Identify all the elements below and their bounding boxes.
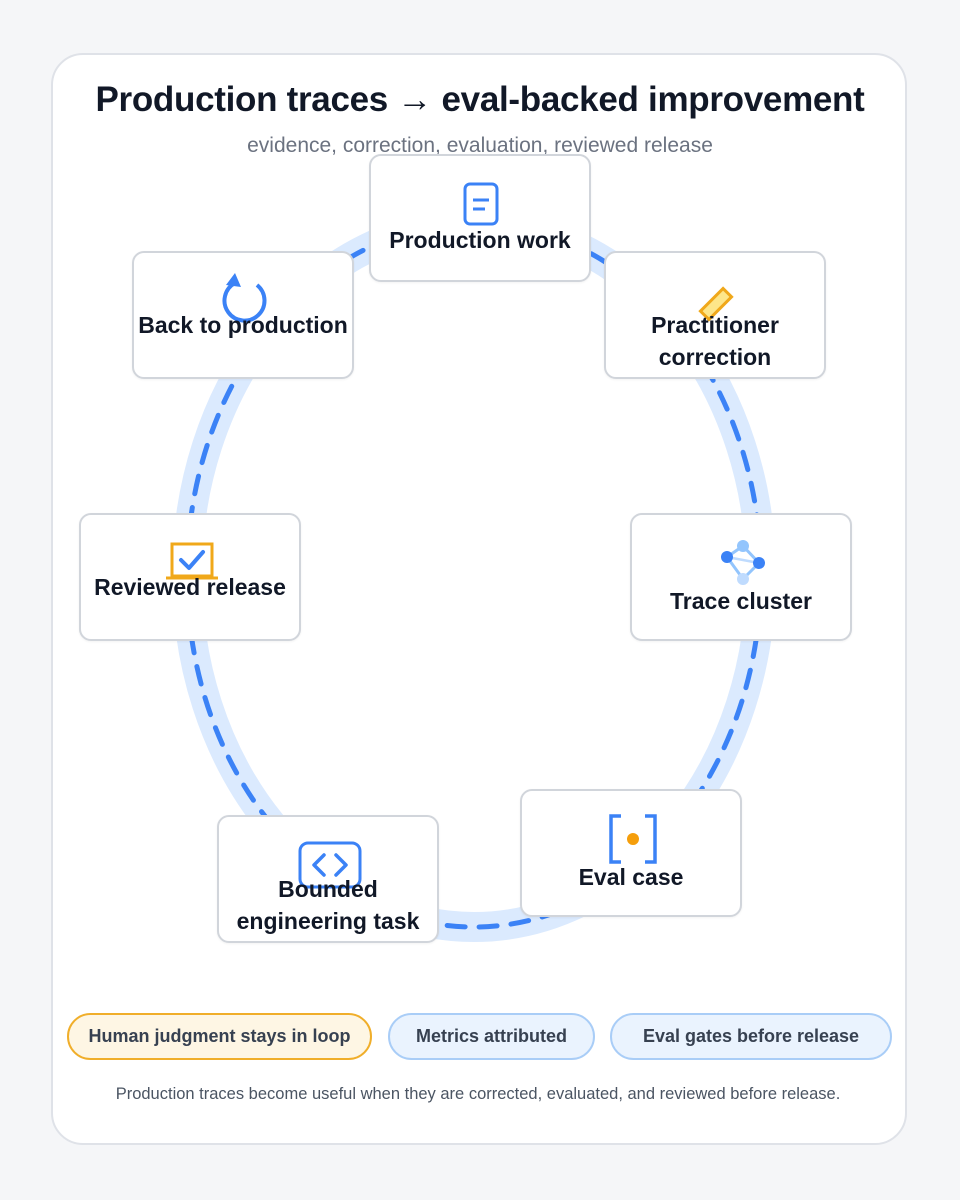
node-label: Eval case: [578, 864, 684, 890]
node-label: Back to production: [138, 312, 348, 338]
bracket-dot-icon: [609, 814, 657, 864]
node-label: Practitioner correction: [651, 312, 779, 370]
document-icon: [463, 182, 499, 226]
diagram-subtitle: evidence, correction, evaluation, review…: [247, 134, 713, 157]
chip-metrics-attributed: Metrics attributed: [388, 1013, 595, 1060]
footnote: Production traces become useful when the…: [115, 1085, 841, 1103]
node-label: Reviewed release: [94, 574, 286, 600]
node-bounded-engineering-task: Bounded engineering task: [217, 815, 439, 943]
code-brackets-icon: [298, 841, 362, 889]
node-eval-case: Eval case: [520, 789, 742, 917]
node-back-to-production: Back to production: [132, 251, 354, 379]
cluster-icon: [721, 540, 765, 585]
checkbox-icon: [166, 542, 218, 580]
node-label: Production work: [389, 227, 571, 253]
node-reviewed-release: Reviewed release: [79, 513, 301, 641]
pencil-icon: [698, 286, 734, 322]
node-trace-cluster: Trace cluster: [630, 513, 852, 641]
diagram-title: Production traces → eval-backed improvem…: [95, 80, 865, 119]
chip-eval-gates: Eval gates before release: [610, 1013, 892, 1060]
refresh-icon: [222, 273, 267, 323]
chip-human-judgment: Human judgment stays in loop: [67, 1013, 372, 1060]
node-production-work: Production work: [369, 154, 591, 282]
node-label: Trace cluster: [670, 588, 812, 614]
node-label: Bounded engineering task: [236, 876, 420, 934]
node-practitioner-correction: Practitioner correction: [604, 251, 826, 379]
